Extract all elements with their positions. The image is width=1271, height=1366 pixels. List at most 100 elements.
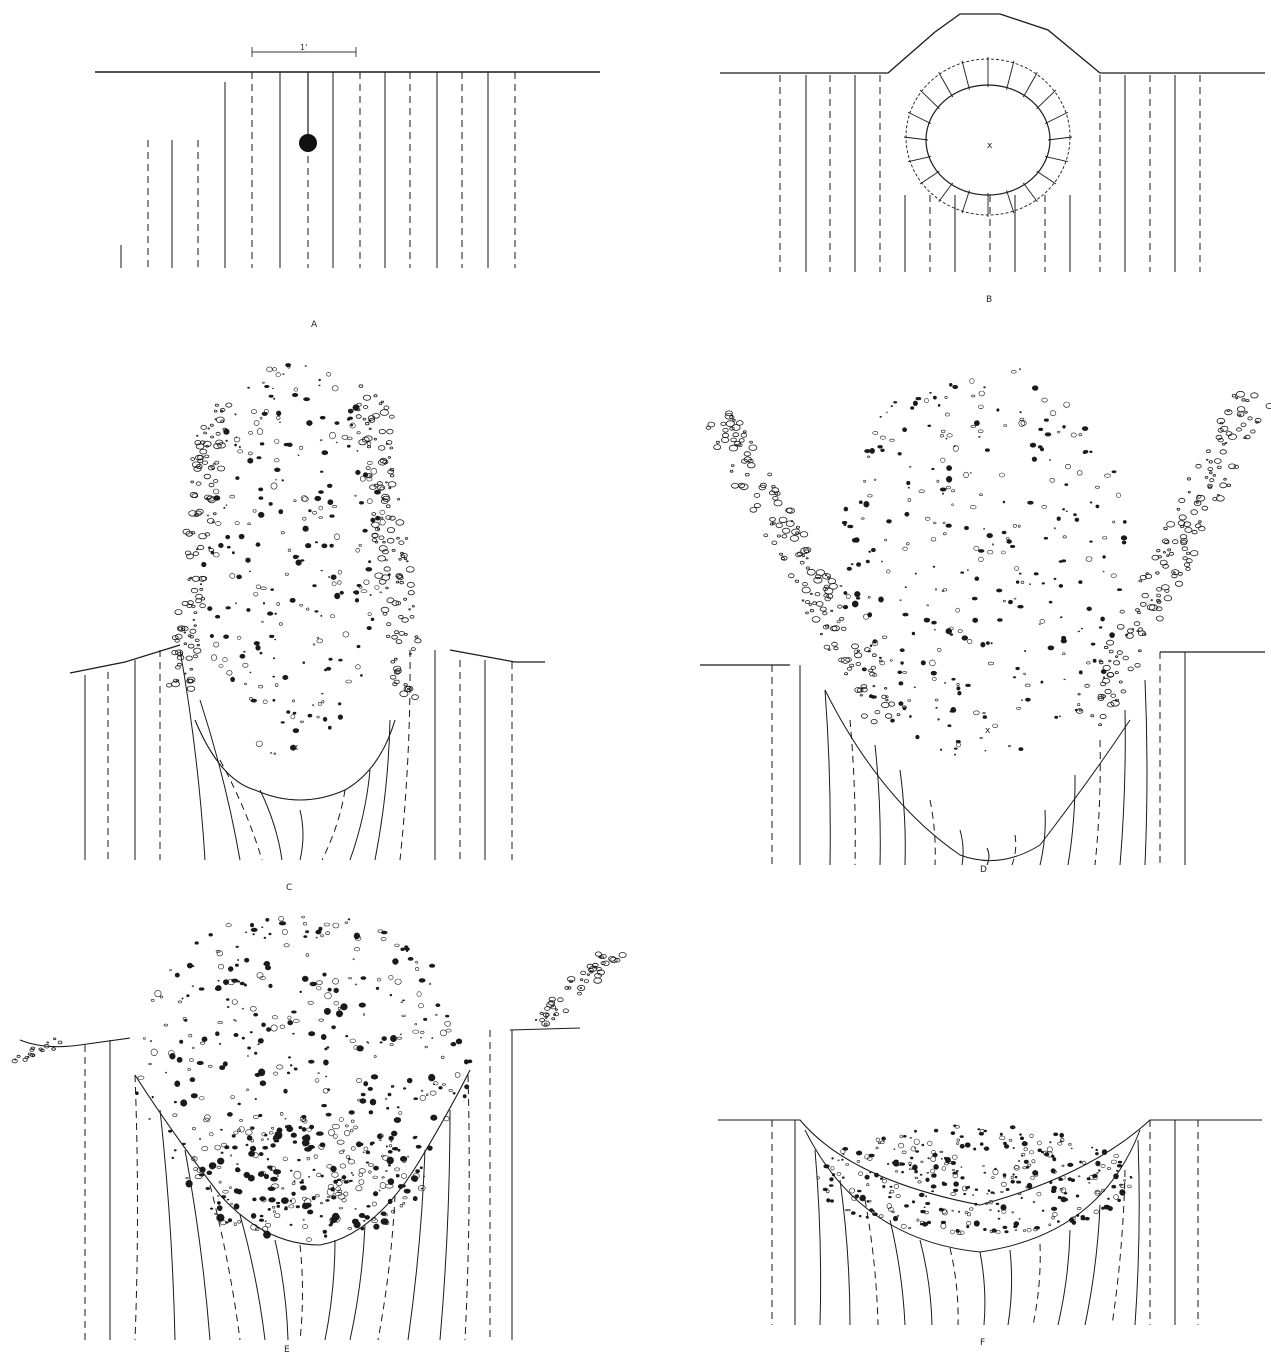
ejecta-particle	[384, 406, 389, 410]
ejecta-particle	[299, 1126, 302, 1129]
ejecta-particle	[272, 1206, 275, 1208]
ejecta-particle	[1217, 466, 1221, 469]
ejecta-particle	[903, 428, 907, 432]
ejecta-particle	[829, 583, 837, 589]
ejecta-particle	[1026, 1166, 1029, 1168]
ejecta-particle	[860, 694, 862, 696]
ejecta-particle	[322, 1104, 327, 1107]
ejecta-particle	[990, 1209, 992, 1210]
ejecta-particle	[401, 555, 405, 557]
radial-crack	[920, 171, 939, 184]
ejecta-particle	[244, 651, 246, 652]
ejecta-particle	[387, 528, 394, 533]
ejecta-particle	[367, 499, 372, 504]
ejecta-particle	[260, 1215, 263, 1217]
ejecta-particle	[172, 650, 178, 654]
ejecta-particle	[857, 1160, 860, 1162]
ejecta-particle	[1050, 411, 1056, 416]
ejecta-particle	[970, 505, 976, 509]
ejecta-particle	[349, 977, 352, 979]
ejecta-particle	[848, 525, 853, 528]
ejecta-particle	[366, 467, 370, 470]
ejecta-particle	[810, 593, 812, 594]
charge-cavity-marker: x	[985, 726, 991, 736]
ejecta-particle	[1096, 1149, 1098, 1151]
ejecta-particle	[305, 543, 311, 548]
ejecta-particle	[235, 444, 237, 446]
ejecta-particle	[47, 1042, 49, 1043]
ejecta-particle	[391, 661, 395, 664]
ejecta-particle	[1111, 1160, 1116, 1164]
ejecta-particle	[388, 457, 390, 459]
ejecta-particle	[1163, 552, 1165, 554]
ejecta-particle	[952, 1169, 954, 1170]
ejecta-particle	[249, 571, 250, 572]
ejecta-particle	[1025, 698, 1030, 701]
ejecta-particle	[175, 610, 182, 615]
ejecta-particle	[149, 1063, 152, 1065]
ejecta-particle	[199, 1138, 201, 1140]
ejecta-particle	[353, 591, 357, 593]
ejecta-particle	[149, 1118, 151, 1119]
ejecta-particle	[233, 1019, 235, 1020]
ejecta-particle	[1115, 656, 1117, 658]
ejecta-particle	[420, 1167, 422, 1169]
ejecta-particle	[206, 1187, 210, 1189]
ejecta-particle	[831, 626, 838, 631]
ejecta-particle	[307, 1238, 312, 1242]
ejecta-particle	[882, 1137, 886, 1141]
ejecta-particle	[143, 1038, 145, 1040]
ejecta-particle	[1199, 521, 1202, 523]
solid-joint-line	[240, 1215, 265, 1340]
ejecta-particle	[843, 1154, 844, 1155]
ejecta-particle	[312, 1196, 315, 1200]
ejecta-particle	[285, 1118, 286, 1119]
ejecta-particle	[293, 1019, 299, 1023]
ejecta-particle	[1120, 610, 1124, 613]
ejecta-particle	[381, 401, 383, 403]
ejecta-particle	[881, 561, 882, 562]
ejecta-particle	[338, 1007, 340, 1009]
ejecta-particle	[894, 401, 897, 403]
ejecta-particles	[12, 916, 626, 1242]
ejecta-particle	[1083, 1161, 1086, 1164]
ejecta-particle	[206, 445, 209, 447]
ejecta-particle	[321, 1034, 326, 1039]
ejecta-particle	[152, 1096, 154, 1098]
ejecta-particle	[1224, 478, 1227, 480]
ejecta-particle	[381, 1219, 388, 1225]
ejecta-particle	[247, 608, 251, 611]
ejecta-particle	[373, 1166, 378, 1170]
ejecta-particle	[219, 543, 224, 547]
ejecta-particle	[310, 982, 317, 986]
ejecta-particle	[384, 567, 390, 571]
ejecta-particle	[395, 944, 400, 947]
ejecta-particle	[340, 1164, 346, 1168]
ejecta-particle	[215, 404, 218, 406]
ejecta-particle	[971, 395, 975, 397]
ejecta-particle	[269, 502, 273, 505]
ejecta-particle	[256, 645, 261, 650]
ejecta-particle	[309, 510, 312, 512]
ejecta-particle	[232, 1135, 235, 1138]
ejecta-particle	[294, 1068, 297, 1070]
ejecta-particle	[802, 600, 804, 601]
ejecta-particle	[796, 553, 802, 557]
ejecta-particle	[338, 715, 343, 720]
ejecta-particle	[300, 1181, 304, 1183]
ejecta-particle	[416, 1170, 420, 1173]
ejecta-particle	[396, 520, 404, 526]
scale-bar-label: 1'	[300, 43, 307, 52]
ejecta-particle	[255, 1073, 261, 1076]
ejecta-particle	[754, 493, 760, 497]
ejecta-particle	[349, 1180, 352, 1182]
ejecta-particle	[399, 632, 405, 636]
ejecta-particle	[151, 999, 154, 1001]
ejecta-particle	[985, 449, 989, 452]
ejecta-particle	[192, 1047, 194, 1049]
ejecta-particle	[264, 937, 266, 939]
ejecta-particle	[387, 1157, 394, 1164]
ejecta-particle	[961, 1177, 965, 1180]
ejecta-particle	[307, 1210, 313, 1214]
ejecta-particle	[267, 1139, 269, 1140]
